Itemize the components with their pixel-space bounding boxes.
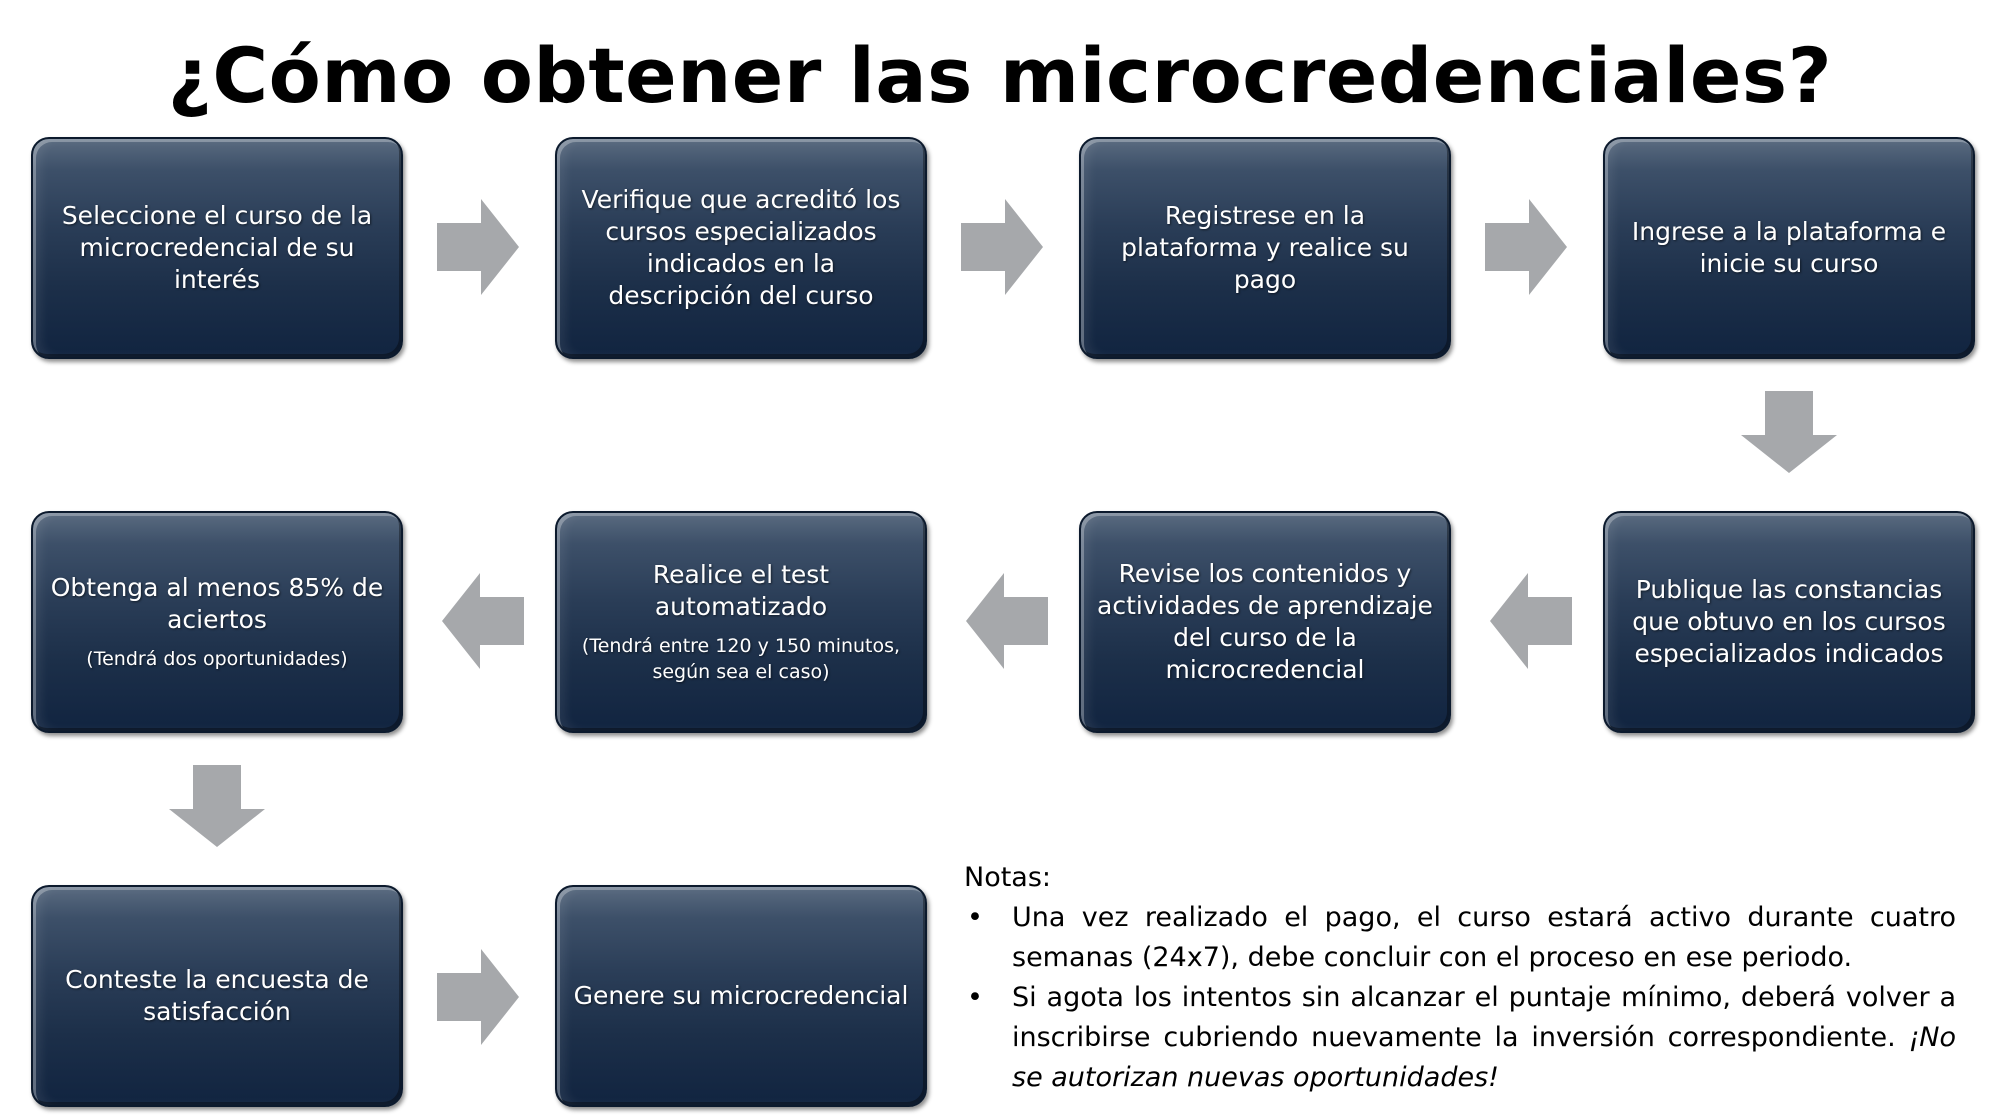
step-box-9: Conteste la encuesta de satisfacción bbox=[31, 885, 403, 1107]
arrow-right-icon bbox=[1485, 199, 1567, 295]
step-7-subtext: (Tendrá entre 120 y 150 minutos, según s… bbox=[581, 635, 901, 683]
arrow-right-icon bbox=[961, 199, 1043, 295]
step-9-text: Conteste la encuesta de satisfacción bbox=[65, 965, 369, 1026]
step-8-text: Obtenga al menos 85% de aciertos bbox=[50, 573, 384, 634]
step-box-8: Obtenga al menos 85% de aciertos (Tendrá… bbox=[31, 511, 403, 733]
step-5-text: Publique las constancias que obtuvo en l… bbox=[1632, 575, 1946, 668]
step-box-6: Revise los contenidos y actividades de a… bbox=[1079, 511, 1451, 733]
arrow-right-icon bbox=[437, 949, 519, 1045]
bullet-icon: • bbox=[967, 902, 983, 933]
step-3-text: Registrese en la plataforma y realice su… bbox=[1121, 201, 1409, 294]
step-box-3: Registrese en la plataforma y realice su… bbox=[1079, 137, 1451, 359]
note-item: • Si agota los intentos sin alcanzar el … bbox=[964, 978, 1956, 1098]
notes-heading: Notas: bbox=[964, 862, 1052, 893]
step-10-text: Genere su microcredencial bbox=[573, 981, 909, 1010]
step-box-4: Ingrese a la plataforma e inicie su curs… bbox=[1603, 137, 1975, 359]
step-1-text: Seleccione el curso de la microcredencia… bbox=[61, 201, 373, 294]
note-text: Una vez realizado el pago, el curso esta… bbox=[1012, 902, 1956, 973]
step-6-text: Revise los contenidos y actividades de a… bbox=[1097, 559, 1433, 684]
step-4-text: Ingrese a la plataforma e inicie su curs… bbox=[1631, 217, 1947, 278]
step-box-7: Realice el test automatizado (Tendrá ent… bbox=[555, 511, 927, 733]
page-title: ¿Cómo obtener las microcredenciales? bbox=[167, 31, 1833, 120]
step-2-text: Verifique que acreditó los cursos especi… bbox=[581, 185, 901, 310]
note-text: Si agota los intentos sin alcanzar el pu… bbox=[1012, 982, 1956, 1053]
step-box-5: Publique las constancias que obtuvo en l… bbox=[1603, 511, 1975, 733]
arrow-left-icon bbox=[442, 573, 524, 669]
step-box-10: Genere su microcredencial bbox=[555, 885, 927, 1107]
notes-list: • Una vez realizado el pago, el curso es… bbox=[964, 898, 1956, 1098]
arrow-right-icon bbox=[437, 199, 519, 295]
note-emphasis: ¡No se autorizan nuevas oportunidades! bbox=[1012, 1022, 1956, 1093]
arrow-left-icon bbox=[966, 573, 1048, 669]
step-box-2: Verifique que acreditó los cursos especi… bbox=[555, 137, 927, 359]
step-8-subtext: (Tendrá dos oportunidades) bbox=[86, 648, 348, 670]
arrow-down-icon bbox=[169, 765, 265, 847]
step-7-text: Realice el test automatizado bbox=[652, 560, 830, 621]
note-item: • Una vez realizado el pago, el curso es… bbox=[964, 898, 1956, 978]
notes-section: Notas: • Una vez realizado el pago, el c… bbox=[964, 858, 1956, 1098]
step-box-1: Seleccione el curso de la microcredencia… bbox=[31, 137, 403, 359]
bullet-icon: • bbox=[967, 982, 983, 1013]
arrow-down-icon bbox=[1741, 391, 1837, 473]
arrow-left-icon bbox=[1490, 573, 1572, 669]
